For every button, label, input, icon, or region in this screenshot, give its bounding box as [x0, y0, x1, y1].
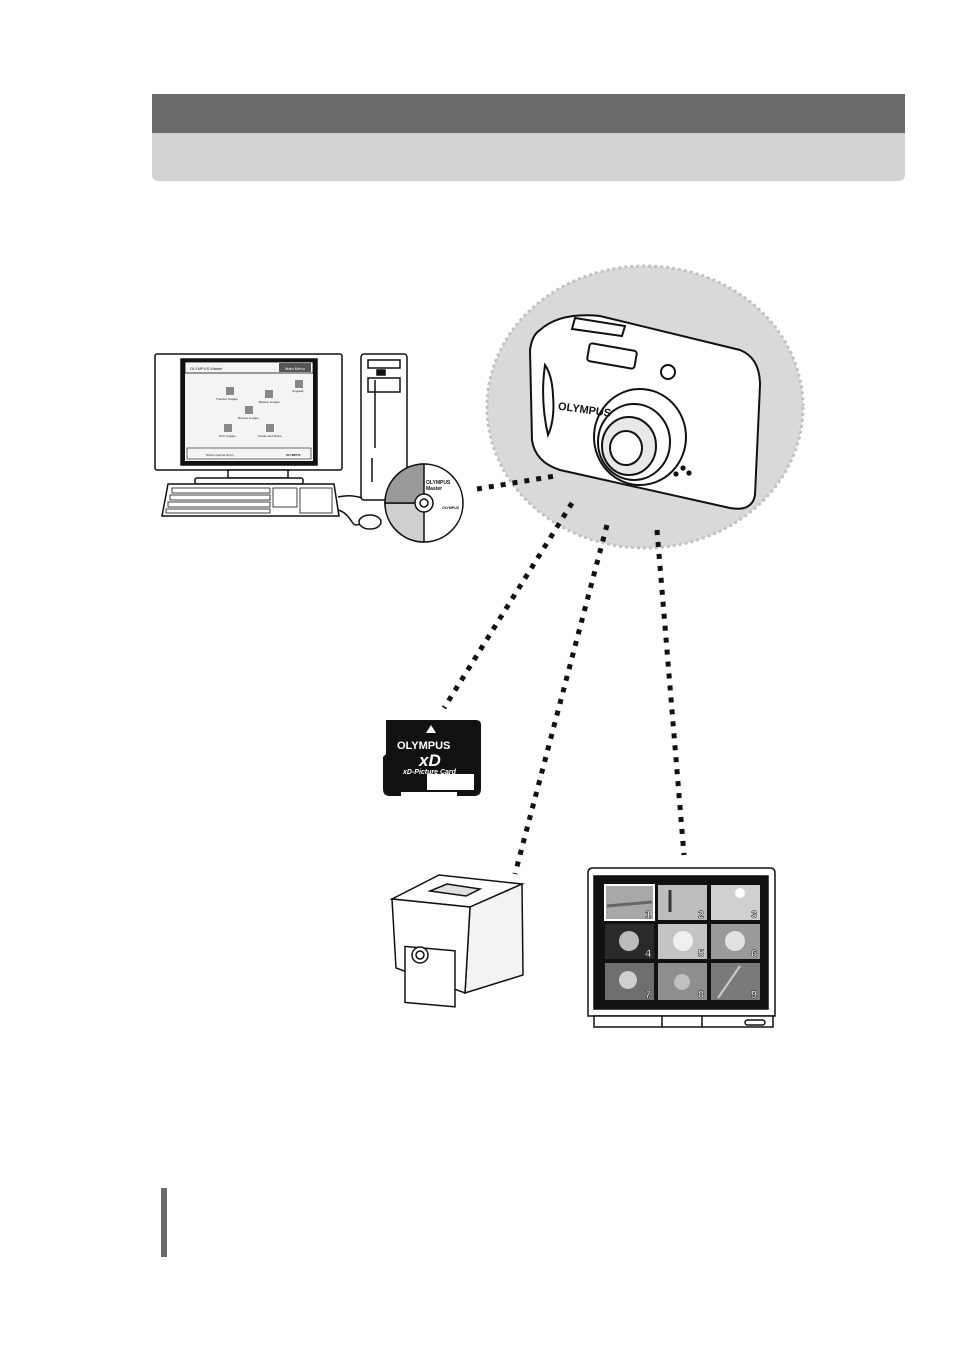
thumb-number-3: 3: [751, 909, 757, 921]
thumb-number-7: 7: [645, 989, 651, 1001]
window-title: OLYMPUS Master: [190, 366, 223, 371]
cd-brand: OLYMPUS: [442, 506, 460, 510]
menu-item-browse[interactable]: Browse Images: [238, 416, 259, 420]
cd-label-line2: Master: [426, 486, 442, 492]
thumb-number-6: 6: [751, 948, 757, 960]
thumb-number-5: 5: [698, 948, 704, 960]
keyboard: [162, 484, 339, 516]
thumb-number-2: 2: [698, 909, 704, 921]
link-tv: [657, 530, 684, 855]
cd-rom: [385, 464, 463, 542]
thumb-number-9: 9: [751, 989, 757, 1001]
link-printer: [515, 525, 607, 874]
card-name: xD-Picture Card: [402, 769, 457, 776]
status-text: Online (cancel shop): [206, 453, 234, 457]
menu-item-upgrade[interactable]: Upgrade: [292, 389, 304, 393]
menu-item-backup[interactable]: Backup Images: [259, 400, 280, 404]
thumbnail-grid: [605, 885, 760, 1000]
card-logo: xD: [418, 751, 441, 770]
thumb-number-4: 4: [645, 948, 652, 960]
thumb-number-8: 8: [698, 989, 704, 1001]
link-card: [444, 503, 572, 708]
screen-brand: OLYMPUS: [286, 453, 301, 457]
printer: [392, 875, 523, 1007]
main-menu-button[interactable]: Main Menu: [285, 366, 305, 371]
thumb-number-1: 1: [645, 909, 651, 921]
menu-item-share[interactable]: Create and Share: [258, 434, 282, 438]
menu-item-print[interactable]: Print Images: [219, 434, 236, 438]
menu-item-transfer[interactable]: Transfer Images: [216, 397, 238, 401]
